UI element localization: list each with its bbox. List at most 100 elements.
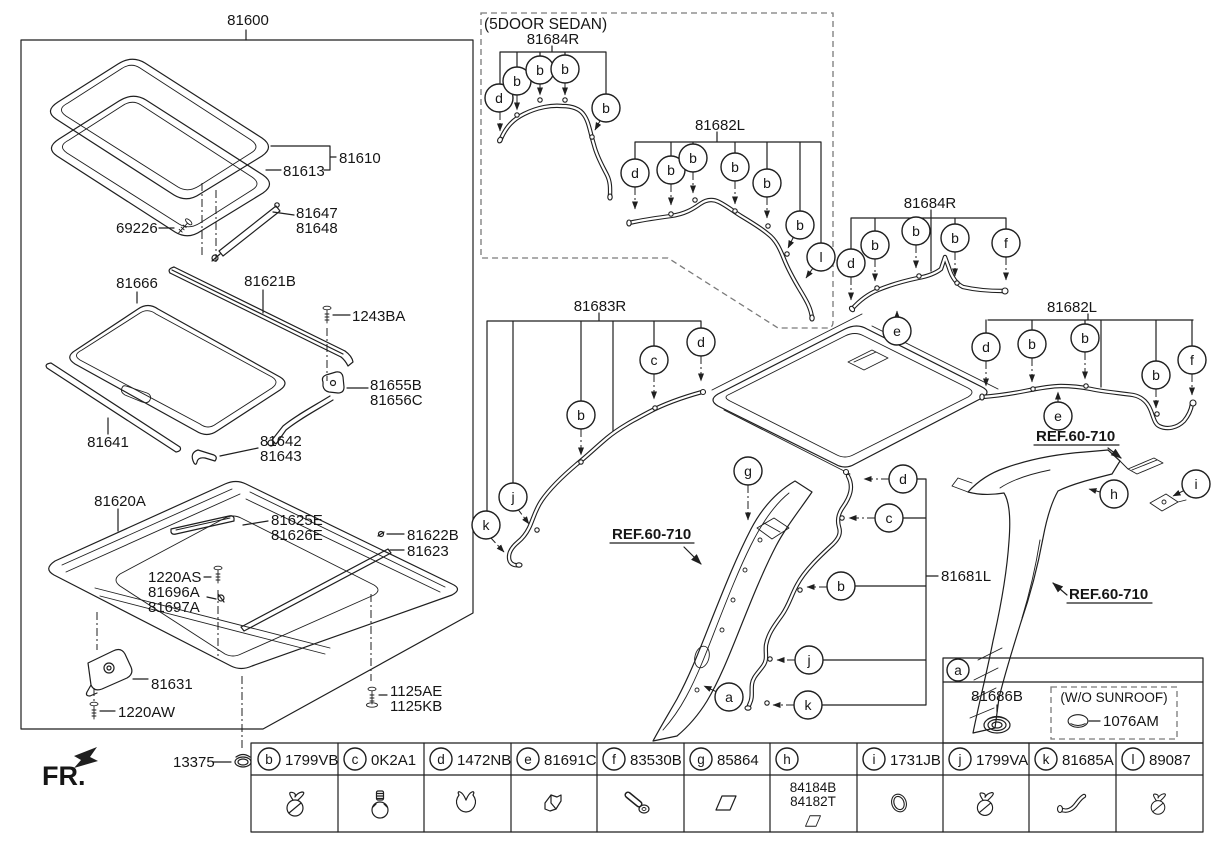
callout-l: l bbox=[806, 242, 836, 272]
svg-text:h: h bbox=[783, 752, 791, 767]
screw-1125-icon bbox=[366, 686, 378, 708]
assembly-box-border bbox=[20, 39, 474, 730]
oval-ring-icon bbox=[888, 791, 910, 815]
svg-text:j: j bbox=[806, 652, 810, 668]
part-label-81696A: 81696A bbox=[148, 584, 200, 601]
part-label-1243BA: 1243BA bbox=[352, 308, 405, 325]
callout-b: b bbox=[860, 230, 890, 260]
svg-text:g: g bbox=[744, 463, 752, 479]
svg-text:b: b bbox=[1028, 336, 1036, 352]
svg-text:d: d bbox=[495, 90, 503, 106]
callout-a-header: a bbox=[946, 658, 970, 682]
legend-cell-d: d 1472NB bbox=[429, 747, 511, 813]
drain-hose-81684R-sedan bbox=[497, 97, 613, 201]
svg-text:d: d bbox=[982, 339, 990, 355]
tube-connector-icon bbox=[628, 795, 649, 813]
callout-d: d bbox=[836, 248, 866, 278]
svg-text:d: d bbox=[697, 334, 705, 350]
part-label-81641: 81641 bbox=[87, 434, 129, 451]
svg-text:b: b bbox=[951, 230, 959, 246]
a-panel-box: a 81686B (W/O SUNROOF) 1076AM bbox=[942, 657, 1204, 744]
oval-plug-icon bbox=[1067, 714, 1089, 728]
svg-text:b: b bbox=[602, 100, 610, 116]
svg-text:c: c bbox=[651, 352, 658, 368]
legend-cell-j: j 1799VA bbox=[948, 747, 1028, 816]
legend-cell-e: e 81691C bbox=[516, 747, 597, 812]
wo-sunroof-dashed-box bbox=[1050, 686, 1178, 740]
legend-code-f: 83530B bbox=[630, 752, 682, 769]
part-label-1220AS: 1220AS bbox=[148, 569, 201, 586]
clamp-screw-icon bbox=[371, 790, 389, 819]
part-label-1076AM: 1076AM bbox=[1103, 713, 1159, 730]
drain-hose-81681L-group: 81681L d c b j k bbox=[744, 464, 991, 720]
body-pillar-drawing: g a REF.60-710 bbox=[609, 456, 813, 742]
svg-text:b: b bbox=[1081, 330, 1089, 346]
callout-e: e bbox=[882, 316, 912, 346]
svg-text:b: b bbox=[513, 73, 521, 89]
part-label-81647: 81647 bbox=[296, 205, 338, 222]
legend-cell-k: k 81685A bbox=[1034, 747, 1114, 813]
svg-text:e: e bbox=[524, 752, 532, 767]
five-door-sedan-region: (5DOOR SEDAN) 81684R d b b b b 81682L bbox=[480, 12, 836, 329]
callout-b: b bbox=[591, 93, 621, 123]
part-label-81621B: 81621B bbox=[244, 273, 296, 290]
part-label-81681L: 81681L bbox=[941, 568, 991, 585]
part-label-81682L: 81682L bbox=[1047, 299, 1097, 316]
legend-table: b 1799VB c 0K2A1 d 1472NB e 81691C f 835… bbox=[250, 742, 1204, 833]
part-label-81684R: 81684R bbox=[904, 195, 957, 212]
callout-f: f bbox=[1177, 345, 1207, 375]
callout-k: k bbox=[471, 510, 501, 540]
svg-text:b: b bbox=[731, 159, 739, 175]
svg-text:b: b bbox=[667, 162, 675, 178]
pad-icon bbox=[805, 815, 821, 827]
svg-text:b: b bbox=[763, 175, 771, 191]
legend-cell-l: l 89087 bbox=[1121, 747, 1191, 815]
legend-cell-h: h 84184B 84182T bbox=[775, 747, 836, 827]
pad-icon bbox=[715, 795, 737, 811]
front-direction-indicator: FR. bbox=[42, 747, 98, 791]
screw-1220AS-icon bbox=[213, 565, 223, 584]
sunroof-assembly-box: 81600 81610 81613 69226 81647 81648 bbox=[20, 12, 474, 730]
svg-text:d: d bbox=[437, 752, 445, 767]
front-arrow-icon bbox=[74, 747, 98, 768]
quarter-panel-drawing: h i REF.60-710 REF.60-710 bbox=[951, 428, 1211, 734]
callout-b: b bbox=[752, 168, 782, 198]
svg-text:d: d bbox=[631, 165, 639, 181]
callout-b: b bbox=[901, 216, 931, 246]
callout-g: g bbox=[733, 456, 763, 486]
callout-h: h bbox=[1099, 479, 1129, 509]
screw-1243BA-icon bbox=[322, 305, 332, 324]
legend-code-c: 0K2A1 bbox=[371, 752, 416, 769]
part-label-69226: 69226 bbox=[116, 220, 158, 237]
svg-text:h: h bbox=[1110, 486, 1118, 502]
drain-hose-81682L-group: 81682L d b b b f e bbox=[971, 299, 1207, 431]
svg-text:b: b bbox=[837, 578, 845, 594]
svg-text:c: c bbox=[886, 510, 893, 526]
drain-hose-81684R bbox=[848, 254, 1009, 313]
legend-cell-g: g 85864 bbox=[689, 747, 759, 811]
part-label-1125AE: 1125AE bbox=[390, 683, 442, 700]
svg-text:k: k bbox=[805, 697, 813, 713]
clip-icon bbox=[976, 792, 994, 816]
callout-j: j bbox=[794, 645, 824, 675]
sunroof-glass-drawing bbox=[49, 58, 271, 265]
garnish-strip-drawing bbox=[240, 530, 392, 632]
part-label-81631: 81631 bbox=[151, 676, 193, 693]
callout-d: d bbox=[971, 332, 1001, 362]
part-label-81620A: 81620A bbox=[94, 493, 146, 510]
ref-label-3: REF.60-710 bbox=[1069, 586, 1148, 603]
part-label-81643: 81643 bbox=[260, 448, 302, 465]
drain-hose-81682L bbox=[979, 383, 1197, 431]
callout-k: k bbox=[793, 690, 823, 720]
ref-label-2: REF.60-710 bbox=[1036, 428, 1115, 445]
callout-b: b bbox=[1070, 323, 1100, 353]
svg-text:b: b bbox=[577, 407, 585, 423]
legend-cell-f: f 83530B bbox=[602, 747, 682, 813]
callout-b: b bbox=[1017, 329, 1047, 359]
svg-text:f: f bbox=[612, 752, 616, 767]
drain-hose-81683R-group: 81683R k j b c d bbox=[471, 298, 716, 568]
svg-text:f: f bbox=[1004, 235, 1008, 251]
part-label-81666: 81666 bbox=[116, 275, 158, 292]
svg-text:i: i bbox=[1194, 476, 1197, 492]
legend-code-b: 1799VB bbox=[285, 752, 338, 769]
